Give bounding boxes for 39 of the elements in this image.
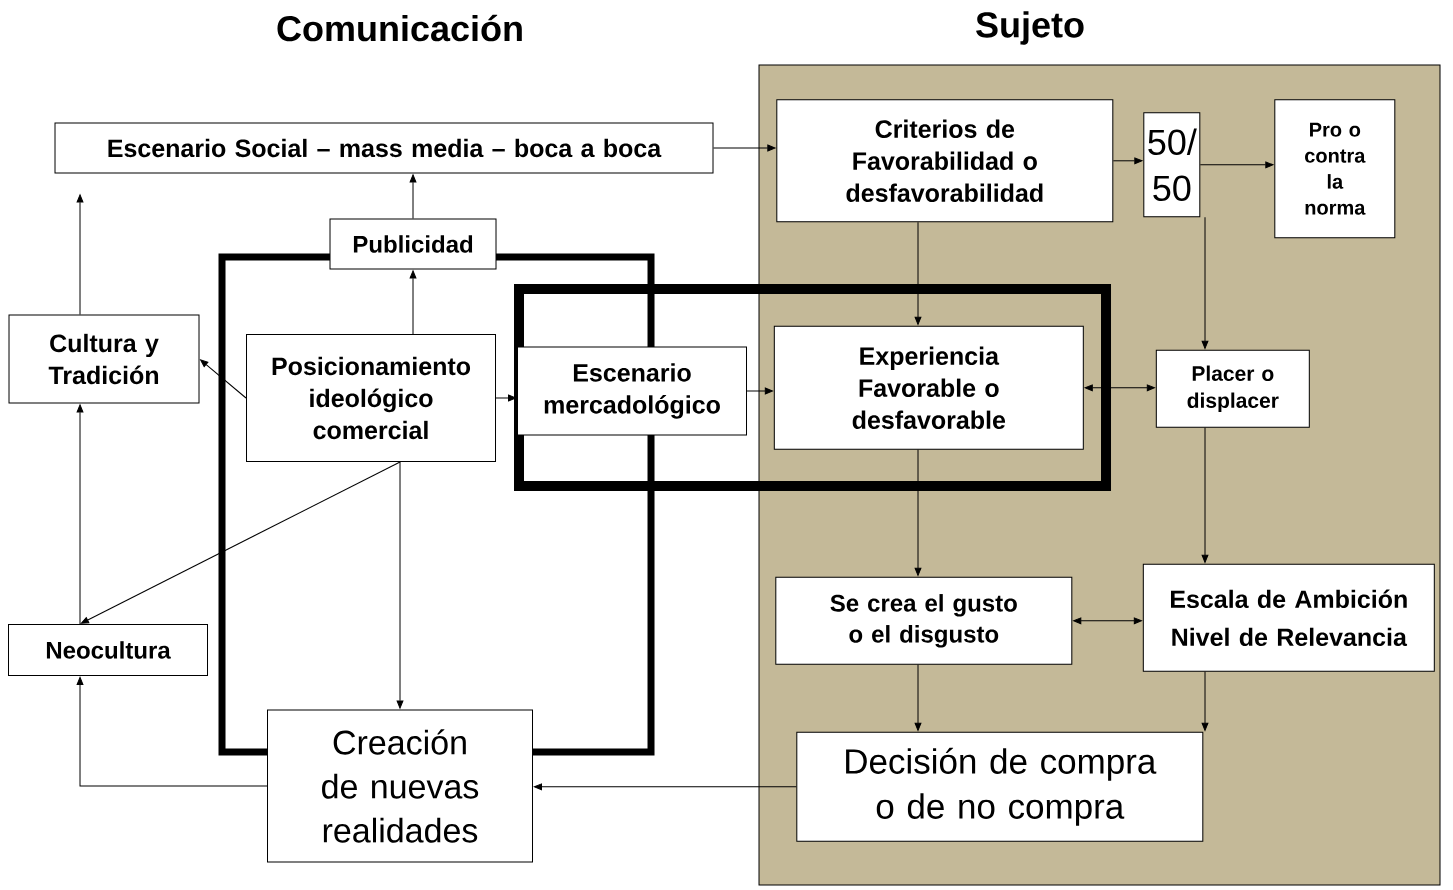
process-box: Criterios de Favorabilidad o desfavorabilidad (776, 99, 1114, 223)
process-box: Pro o contra la norma (1274, 99, 1396, 239)
process-box: Neocultura (8, 624, 208, 676)
arrow (80, 461, 401, 624)
process-box: Creación de nuevas realidades (267, 709, 533, 863)
process-box: Escenario Social – mass media – boca a boca (54, 122, 714, 174)
arrow (914, 664, 922, 731)
arrow (713, 144, 776, 152)
heading: Comunicación (277, 14, 522, 42)
process-box: Placer o displacer (1155, 349, 1310, 428)
arrow (1084, 384, 1155, 392)
arrow (1112, 157, 1143, 165)
process-box: Decisión de compra o de no compra (796, 731, 1204, 842)
process-box: Experiencia Favorable o desfavorable (773, 325, 1084, 450)
process-box: Publicidad (329, 218, 497, 270)
arrow (76, 676, 268, 787)
arrow (409, 270, 417, 335)
arrow (76, 194, 84, 315)
arrow (200, 359, 247, 399)
arrow (1201, 671, 1209, 731)
arrow (76, 404, 84, 625)
arrow (914, 449, 922, 576)
process-box: Escenario mercadológico (517, 346, 747, 436)
arrow (396, 461, 404, 709)
arrow (746, 387, 773, 395)
arrow (1201, 427, 1209, 563)
process-box: Escala de Ambición Nivel de Relevancia (1142, 563, 1435, 672)
process-box: Cultura y Tradición (8, 314, 200, 404)
process-box: 50/ 50 (1143, 112, 1201, 218)
arrow (533, 783, 797, 791)
node-label: Sujeto (976, 11, 1084, 45)
arrow (1073, 617, 1142, 625)
process-box: Posicionamiento ideológico comercial (246, 334, 496, 462)
process-box: Se crea el gusto o el disgusto (775, 576, 1073, 665)
arrow (409, 174, 417, 219)
arrow (1201, 216, 1209, 349)
arrow (914, 221, 922, 325)
arrow (495, 394, 517, 402)
arrow (1199, 161, 1274, 169)
